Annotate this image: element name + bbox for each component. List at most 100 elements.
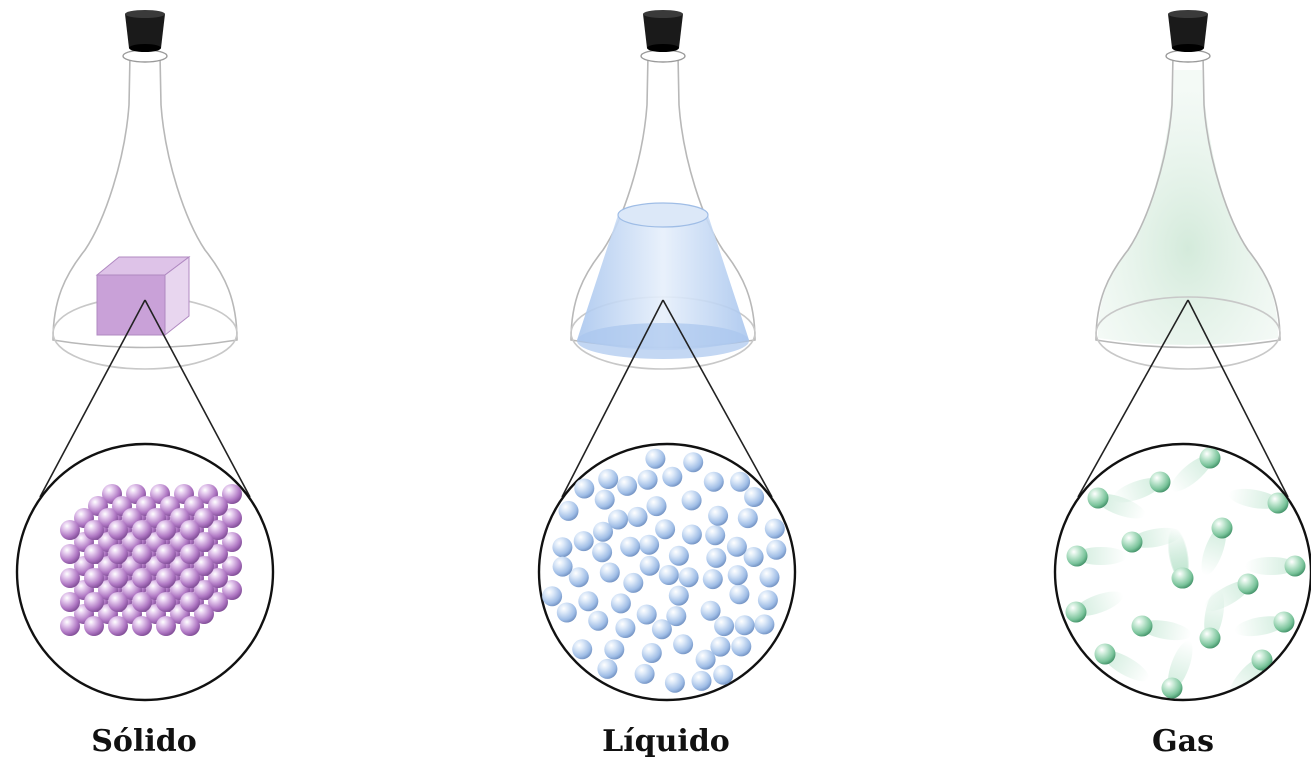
- particle-icon: [727, 537, 747, 557]
- particle-icon: [692, 671, 712, 691]
- particle-icon: [132, 520, 152, 540]
- particle-icon: [1274, 612, 1295, 633]
- particle-icon: [572, 639, 592, 659]
- particle-icon: [766, 540, 786, 560]
- particle-icon: [156, 592, 176, 612]
- particle-icon: [180, 616, 200, 636]
- particle-icon: [758, 590, 778, 610]
- particle-icon: [706, 548, 726, 568]
- particle-icon: [574, 531, 594, 551]
- particle-icon: [132, 568, 152, 588]
- particle-icon: [645, 449, 665, 469]
- particle-icon: [682, 525, 702, 545]
- particle-icon: [180, 520, 200, 540]
- liquid-fill: [577, 203, 749, 359]
- particle-icon: [620, 537, 640, 557]
- label-solid: Sólido: [14, 722, 274, 762]
- particle-icon: [669, 586, 689, 606]
- solid-stopper-icon: [125, 10, 165, 52]
- particle-icon: [1132, 616, 1153, 637]
- particle-icon: [108, 544, 128, 564]
- particle-icon: [679, 567, 699, 587]
- particle-icon: [713, 665, 733, 685]
- particle-icon: [728, 565, 748, 585]
- particle-icon: [542, 586, 562, 606]
- particle-icon: [623, 573, 643, 593]
- particle-icon: [754, 614, 774, 634]
- particle-icon: [638, 470, 658, 490]
- particle-icon: [1200, 448, 1221, 469]
- particle-icon: [642, 643, 662, 663]
- gas-stopper-icon: [1168, 10, 1208, 52]
- particle-icon: [703, 569, 723, 589]
- particle-icon: [735, 615, 755, 635]
- label-liquid: Líquido: [536, 722, 796, 762]
- particle-icon: [637, 605, 657, 625]
- particle-icon: [608, 510, 628, 530]
- particle-icon: [84, 592, 104, 612]
- particle-icon: [557, 603, 577, 623]
- particle-icon: [156, 568, 176, 588]
- particle-icon: [1122, 532, 1143, 553]
- particle-icon: [765, 519, 785, 539]
- particle-icon: [84, 544, 104, 564]
- particle-icon: [108, 592, 128, 612]
- particle-icon: [731, 636, 751, 656]
- particle-icon: [635, 664, 655, 684]
- particle-icon: [1212, 518, 1233, 539]
- particle-icon: [60, 592, 80, 612]
- particle-icon: [738, 508, 758, 528]
- particle-icon: [640, 556, 660, 576]
- particle-icon: [108, 520, 128, 540]
- gas-fill: [1098, 70, 1278, 345]
- particle-icon: [597, 659, 617, 679]
- liquid-stopper-icon: [643, 10, 683, 52]
- particle-icon: [60, 544, 80, 564]
- particle-icon: [559, 501, 579, 521]
- particle-icon: [592, 542, 612, 562]
- particle-icon: [628, 507, 648, 527]
- particle-icon: [60, 568, 80, 588]
- label-gas: Gas: [1053, 722, 1311, 762]
- particle-icon: [84, 568, 104, 588]
- particle-icon: [600, 563, 620, 583]
- particle-icon: [84, 520, 104, 540]
- particle-icon: [730, 472, 750, 492]
- particle-icon: [673, 634, 693, 654]
- particle-icon: [708, 506, 728, 526]
- particle-icon: [655, 519, 675, 539]
- particle-icon: [1066, 602, 1087, 623]
- particle-icon: [659, 565, 679, 585]
- particle-icon: [669, 546, 689, 566]
- particle-icon: [760, 567, 780, 587]
- particle-icon: [132, 616, 152, 636]
- particle-icon: [553, 557, 573, 577]
- particle-icon: [588, 611, 608, 631]
- particle-icon: [180, 592, 200, 612]
- particle-icon: [60, 616, 80, 636]
- particle-icon: [744, 487, 764, 507]
- particle-icon: [84, 616, 104, 636]
- particle-icon: [156, 544, 176, 564]
- particle-icon: [1162, 678, 1183, 699]
- particle-icon: [156, 520, 176, 540]
- particle-icon: [574, 479, 594, 499]
- particle-icon: [611, 593, 631, 613]
- particle-icon: [729, 584, 749, 604]
- particle-icon: [604, 640, 624, 660]
- particle-icon: [598, 469, 618, 489]
- particle-icon: [1238, 574, 1259, 595]
- particle-icon: [60, 520, 80, 540]
- particle-icon: [180, 544, 200, 564]
- particle-icon: [578, 591, 598, 611]
- particle-icon: [666, 606, 686, 626]
- particle-icon: [714, 616, 734, 636]
- particle-icon: [1200, 628, 1221, 649]
- particle-icon: [615, 618, 635, 638]
- particle-icon: [617, 476, 637, 496]
- particle-icon: [156, 616, 176, 636]
- particle-icon: [132, 592, 152, 612]
- particle-icon: [662, 467, 682, 487]
- panel-liquid: [539, 10, 795, 700]
